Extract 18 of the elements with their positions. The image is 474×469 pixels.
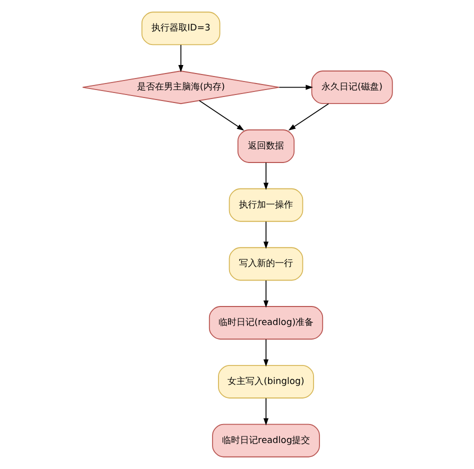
arrow	[262, 221, 268, 249]
node-box: 临时日记readlog提交	[212, 424, 320, 458]
arrow	[262, 162, 268, 190]
node-box: 执行加一操作	[228, 188, 303, 222]
arrow	[262, 398, 268, 426]
node-box: 写入新的一行	[228, 247, 303, 281]
node-box: 女主写入(binglog)	[218, 364, 314, 398]
node-diamond: 是否在男主脑海(内存)	[82, 70, 280, 104]
arrow	[178, 44, 183, 72]
arrow	[198, 100, 244, 131]
arrow	[262, 280, 268, 308]
node-box: 临时日记(readlog)准备	[208, 306, 323, 340]
arrow	[262, 338, 268, 367]
arrow	[278, 84, 312, 90]
node-box: 永久日记(磁盘)	[310, 70, 392, 104]
arrow	[288, 103, 328, 130]
node-box: 执行器取ID=3	[140, 12, 220, 46]
node-box: 返回数据	[236, 129, 294, 163]
